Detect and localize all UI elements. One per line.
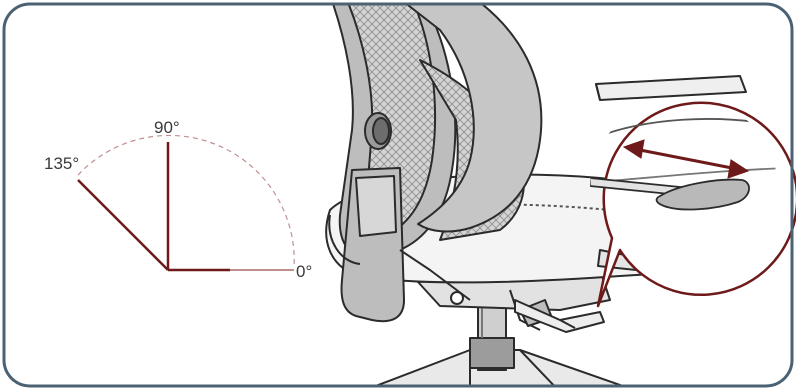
tilt-angle-diagram xyxy=(78,135,294,270)
angle-label-0: 0° xyxy=(296,263,312,280)
line-135 xyxy=(78,180,168,270)
angle-label-90: 90° xyxy=(154,119,180,136)
dashed-arc xyxy=(78,135,294,268)
angle-label-135: 135° xyxy=(44,155,79,172)
armrest-pad xyxy=(596,76,746,100)
gas-cylinder xyxy=(470,300,514,370)
